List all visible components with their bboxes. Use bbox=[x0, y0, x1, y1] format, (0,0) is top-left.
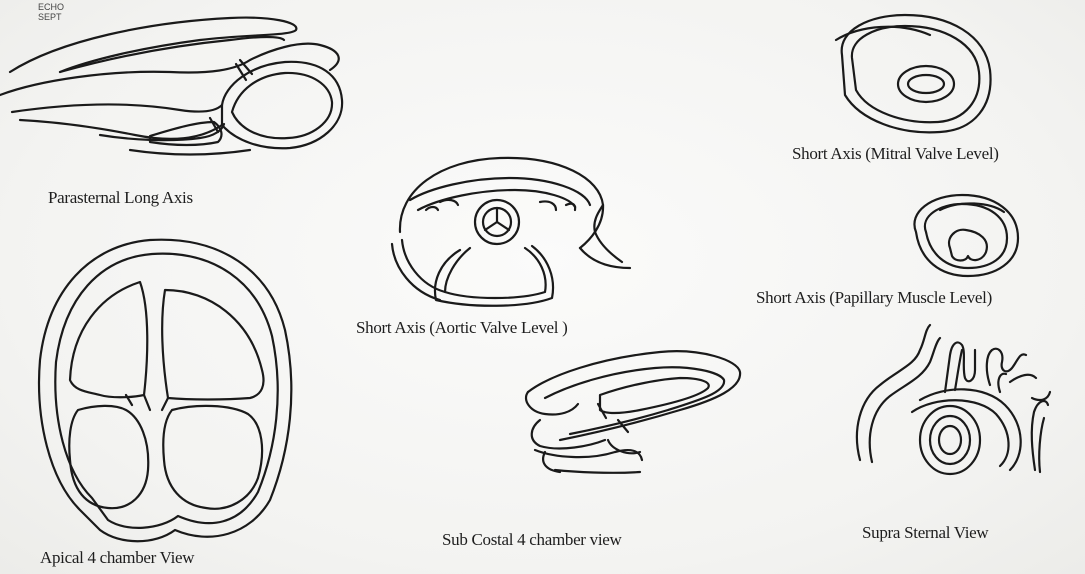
short-axis-aortic-sketch bbox=[392, 158, 630, 306]
apical-4-chamber-sketch bbox=[39, 240, 291, 542]
caption-short-axis-papillary: Short Axis (Papillary Muscle Level) bbox=[756, 288, 992, 308]
caption-parasternal-long-axis: Parasternal Long Axis bbox=[48, 188, 193, 208]
sub-costal-4-chamber-sketch bbox=[526, 351, 740, 473]
supra-sternal-sketch bbox=[857, 325, 1050, 474]
short-axis-mitral-sketch bbox=[836, 15, 991, 132]
caption-sub-costal-4-chamber: Sub Costal 4 chamber view bbox=[442, 530, 621, 550]
caption-supra-sternal: Supra Sternal View bbox=[862, 523, 988, 543]
short-axis-papillary-sketch bbox=[914, 195, 1018, 276]
caption-short-axis-aortic: Short Axis (Aortic Valve Level ) bbox=[356, 318, 568, 338]
caption-apical-4-chamber: Apical 4 chamber View bbox=[40, 548, 194, 568]
parasternal-long-axis-sketch bbox=[0, 18, 342, 155]
caption-short-axis-mitral: Short Axis (Mitral Valve Level) bbox=[792, 144, 999, 164]
